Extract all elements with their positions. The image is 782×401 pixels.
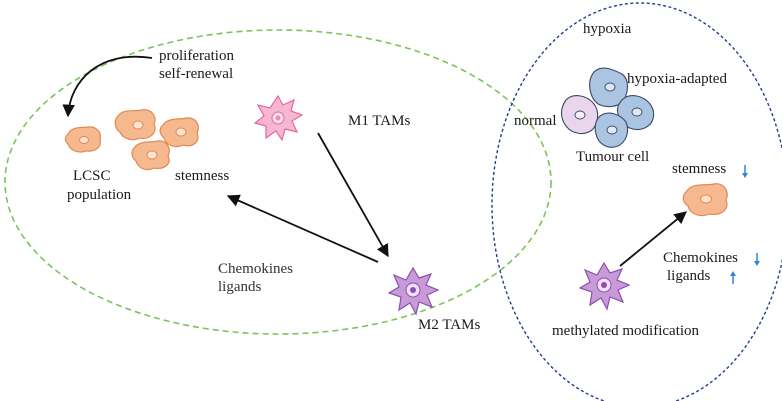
normal-label: normal — [514, 113, 557, 129]
lcsc-cell — [131, 140, 170, 171]
lcsc-cell — [114, 109, 156, 141]
m2-to-stemness-arrow — [226, 194, 379, 263]
stemness-label: stemness — [175, 168, 229, 184]
methylated-tam-cell — [578, 261, 631, 311]
up-arrow-icon — [730, 271, 736, 284]
ligands-label: ligands — [218, 279, 261, 295]
chemokines-right-label: Chemokines — [663, 250, 738, 266]
ligands-right-label: ligands — [667, 268, 710, 284]
m1-tam-cell — [253, 94, 304, 142]
down-arrow-icon — [754, 253, 760, 266]
proliferation-label: proliferation — [159, 48, 234, 64]
stemness-right-label: stemness — [672, 161, 726, 177]
hypoxia-ellipse — [491, 2, 782, 401]
hypoxia-adapted-label: hypoxia-adapted — [627, 71, 727, 87]
tumour-cell-label: Tumour cell — [576, 149, 649, 165]
m1-tams-label: M1 TAMs — [348, 113, 410, 129]
down-arrow-icon — [742, 165, 748, 178]
population-label: population — [67, 187, 132, 203]
methylated-to-lcsc-arrow — [619, 211, 687, 267]
tumour-cell-hypoxia-adapted — [594, 112, 629, 148]
self-renewal-label: self-renewal — [159, 66, 233, 82]
tumour-cell-normal — [560, 95, 599, 135]
hypoxia-label: hypoxia — [583, 21, 632, 37]
proliferation-arrow — [62, 55, 153, 118]
m2-tams-label: M2 TAMs — [418, 317, 480, 333]
lcsc-label: LCSC — [73, 168, 111, 184]
tumour-microenvironment-ellipse — [4, 29, 552, 335]
methylated-modification-label: methylated modification — [552, 323, 700, 339]
lcsc-cell — [159, 117, 199, 148]
tumour-cell-hypoxia-adapted — [589, 67, 629, 108]
lcsc-cell — [64, 126, 101, 153]
lcsc-cell — [682, 183, 728, 217]
chemokines-label: Chemokines — [218, 261, 293, 277]
m1-to-m2-arrow — [317, 132, 389, 258]
m2-tam-cell — [387, 266, 440, 316]
